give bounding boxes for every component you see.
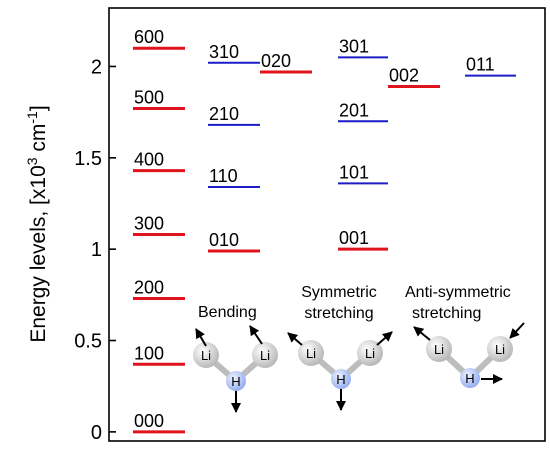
energy-level-label-110: 110 <box>209 166 238 186</box>
motion-arrow <box>195 328 207 347</box>
energy-level-label-400: 400 <box>134 150 164 170</box>
energy-level-label-201: 201 <box>339 100 369 120</box>
h-label: H <box>336 372 345 387</box>
energy-level-label-020: 020 <box>261 51 291 71</box>
antisymmetric-stretch-molecule: Li Li H <box>413 322 525 388</box>
motion-arrow <box>287 332 303 346</box>
energy-level-label-301: 301 <box>339 36 369 56</box>
mode-label-bending: Bending <box>198 304 257 321</box>
y-tick-label: 2 <box>91 56 102 78</box>
li-label: Li <box>495 342 505 357</box>
hydrogen-atom <box>226 371 246 391</box>
y-axis-label: Energy levels, [x103 cm-1] <box>24 105 50 342</box>
y-axis-label-unit-exp: -1 <box>24 111 40 124</box>
mode-label-symmetric-2: stretching <box>304 305 373 322</box>
y-tick-label: 1 <box>91 239 102 261</box>
energy-level-label-200: 200 <box>134 277 164 297</box>
hydrogen-atom <box>331 369 351 389</box>
energy-level-label-310: 310 <box>209 42 239 62</box>
mode-label-antisymmetric: Anti-symmetric <box>405 284 511 301</box>
energy-level-label-600: 600 <box>134 27 164 47</box>
lithium-atom <box>487 336 513 362</box>
li-label: Li <box>434 342 444 357</box>
y-axis-label-suffix: ] <box>27 105 50 111</box>
lithium-atom <box>252 342 278 368</box>
plot-frame <box>108 7 546 442</box>
h-label: H <box>231 374 240 389</box>
bending-molecule: Li Li H <box>193 325 278 413</box>
y-axis-ticks: 0 0.5 1 1.5 2 <box>74 56 116 444</box>
h-label: H <box>465 371 474 386</box>
y-tick-label: 0 <box>91 422 102 444</box>
energy-levels: 000 100 200 300 400 500 600 010 110 210 310 020 001 1… <box>133 27 516 434</box>
motion-arrow <box>509 322 525 339</box>
lithium-atom <box>426 336 452 362</box>
energy-level-label-000: 000 <box>134 411 164 431</box>
energy-level-label-500: 500 <box>134 87 164 107</box>
lithium-atom <box>357 340 383 366</box>
symmetric-stretch-molecule: Li Li H <box>287 331 393 411</box>
energy-level-label-011: 011 <box>466 55 495 75</box>
y-tick-label: 1.5 <box>74 148 102 170</box>
lithium-atom <box>193 342 219 368</box>
li-label: Li <box>306 346 316 361</box>
energy-level-label-100: 100 <box>134 343 164 363</box>
y-axis-label-exp: 3 <box>24 157 40 165</box>
motion-arrow <box>249 325 263 345</box>
mode-label-antisymmetric-2: stretching <box>412 305 481 322</box>
li-label: Li <box>260 348 270 363</box>
li-label: Li <box>365 346 375 361</box>
motion-arrow <box>376 331 393 346</box>
energy-level-label-210: 210 <box>209 104 239 124</box>
li-label: Li <box>201 348 211 363</box>
y-axis-label-prefix: Energy levels, [x10 <box>27 165 50 342</box>
hydrogen-atom <box>460 368 480 388</box>
energy-level-label-001: 001 <box>339 228 369 248</box>
y-axis-label-unit: cm <box>27 124 50 158</box>
energy-level-label-101: 101 <box>339 162 369 182</box>
mode-label-symmetric: Symmetric <box>301 284 377 301</box>
y-tick-label: 0.5 <box>74 331 102 353</box>
energy-level-label-010: 010 <box>209 230 239 250</box>
lithium-atom <box>298 340 324 366</box>
energy-level-label-300: 300 <box>134 214 164 234</box>
energy-level-label-002: 002 <box>389 66 419 86</box>
motion-arrow <box>413 326 431 341</box>
